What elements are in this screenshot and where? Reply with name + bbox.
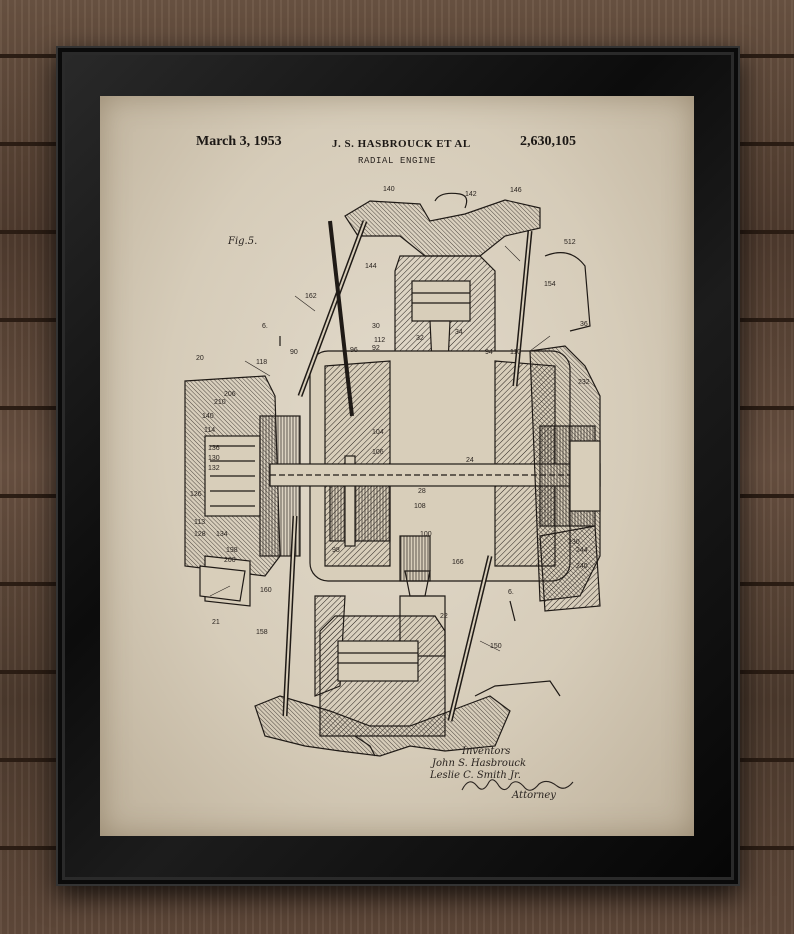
- part-label: 130: [208, 455, 220, 462]
- radial-engine-drawing: 140 142 146 512 144 154 162 36 30 32 34 …: [184, 186, 601, 757]
- part-label: 146: [510, 187, 522, 194]
- patent-inventor-header: J. S. HASBROUCK ET AL: [332, 138, 471, 150]
- part-label: 6.: [508, 589, 514, 596]
- part-label: 6.: [262, 323, 268, 330]
- patent-print: March 3, 1953 J. S. HASBROUCK ET AL 2,63…: [100, 96, 694, 836]
- part-label: 512: [564, 239, 576, 246]
- part-label: 200: [224, 557, 236, 564]
- part-label: 100: [420, 531, 432, 538]
- part-label: 232: [578, 379, 590, 386]
- part-label: 110: [510, 349, 521, 356]
- part-label: 128: [194, 531, 206, 538]
- part-label: 22: [440, 613, 448, 620]
- part-label: 90: [290, 349, 298, 356]
- part-label: 206: [224, 391, 236, 398]
- part-label: 230: [568, 539, 580, 546]
- part-label: 144: [365, 263, 377, 270]
- part-label: 136: [208, 445, 220, 452]
- part-label: 162: [305, 293, 317, 300]
- credits-inventor-1: John S. Hasbrouck: [432, 758, 527, 769]
- attorney-signature: [461, 779, 574, 791]
- part-label: 108: [414, 503, 426, 510]
- part-label: 150: [490, 643, 502, 650]
- part-label: 96: [350, 347, 358, 354]
- part-label: 132: [208, 465, 220, 472]
- credits-inventor-2: Leslie C. Smith Jr.: [430, 770, 521, 781]
- part-label: 113: [194, 519, 205, 526]
- patent-date: March 3, 1953: [196, 134, 282, 149]
- part-label: 114: [204, 427, 215, 434]
- part-label: 92: [372, 345, 380, 352]
- part-label: 142: [465, 191, 477, 198]
- part-label: 104: [372, 429, 384, 436]
- credits-inventors-heading: Inventors: [462, 746, 511, 757]
- patent-title: RADIAL ENGINE: [357, 156, 436, 166]
- part-label: 98: [332, 547, 340, 554]
- part-label: 198: [226, 547, 238, 554]
- part-label: 34: [455, 329, 463, 336]
- part-label: 32: [416, 335, 424, 342]
- part-label: 118: [256, 359, 267, 366]
- part-label: 20: [196, 355, 204, 362]
- part-label: 134: [216, 531, 228, 538]
- figure-label: Fig.5.: [228, 236, 258, 247]
- part-label: 30: [372, 323, 380, 330]
- part-label: 24: [466, 457, 474, 464]
- part-label: 106: [372, 449, 384, 456]
- part-label: 36: [580, 321, 588, 328]
- part-label: 240: [576, 563, 588, 570]
- patent-number: 2,630,105: [520, 134, 576, 149]
- part-label: 28: [418, 488, 426, 495]
- part-label: 140: [202, 413, 214, 420]
- part-label: 94: [485, 349, 493, 356]
- inventor-credits: Inventors John S. Hasbrouck Leslie C. Sm…: [422, 746, 662, 802]
- part-label: 244: [576, 547, 588, 554]
- part-label: 112: [374, 337, 385, 344]
- part-label: 210: [214, 399, 226, 406]
- part-label: 160: [260, 587, 272, 594]
- credits-attorney: Attorney: [512, 790, 556, 801]
- part-label: 166: [452, 559, 464, 566]
- part-label: 126: [190, 491, 202, 498]
- part-label: 158: [256, 629, 268, 636]
- part-label: 154: [544, 281, 556, 288]
- part-label: 21: [212, 619, 220, 626]
- part-label: 140: [383, 186, 395, 193]
